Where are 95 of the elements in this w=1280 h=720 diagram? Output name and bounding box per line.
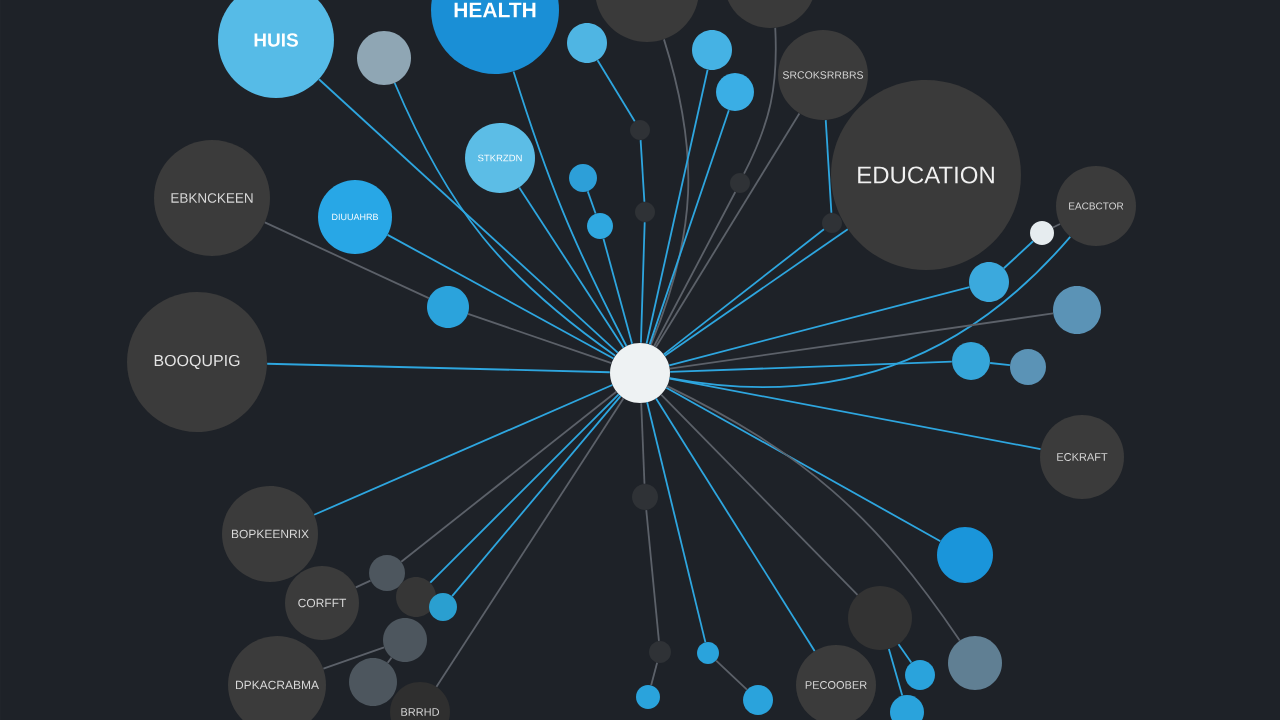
topic-bubble: BOOQUPIG [127, 292, 267, 432]
bubble [369, 555, 405, 591]
connector-line [654, 112, 801, 349]
connector-line [648, 109, 730, 346]
connector-line [888, 648, 904, 697]
topic-bubble: ECKRAFT [1040, 415, 1124, 499]
connector-line [660, 393, 859, 596]
topic-bubble: CORFFT [285, 566, 359, 640]
bubble [567, 23, 607, 63]
connector-line [640, 402, 646, 485]
topic-bubble: PECOOBER [796, 645, 876, 720]
hub-circle [610, 343, 670, 403]
bubble [587, 213, 613, 239]
connector-line [429, 393, 620, 584]
connector-line [386, 233, 615, 360]
topic-bubble: DIUUAHRB [318, 180, 392, 254]
connector-line [313, 384, 614, 516]
bubble [743, 685, 773, 715]
connector-line [649, 38, 690, 346]
bubble [905, 660, 935, 690]
junction-dot [730, 173, 750, 193]
bubble [349, 658, 397, 706]
topic-bubble: STKRZDN [465, 123, 535, 193]
connector-line [266, 362, 611, 374]
bubble [1053, 286, 1101, 334]
topic-bubble: HUIS [218, 0, 334, 98]
connector-line [743, 27, 777, 175]
bubble [948, 636, 1002, 690]
connector-line [393, 82, 617, 357]
connector-line [518, 186, 625, 349]
connector-line [668, 286, 971, 367]
bubble [427, 286, 469, 328]
bubble [396, 577, 436, 617]
junction-dot [649, 641, 671, 663]
bubble [429, 593, 457, 621]
topic-bubble: HEALTH [431, 0, 559, 74]
topic-bubble: EACBCTOR [1056, 166, 1136, 246]
connector-line [596, 59, 636, 123]
bubble [357, 31, 411, 85]
connector-line [451, 395, 622, 597]
topic-bubble: SRCOKSRRBRS [778, 30, 868, 120]
connector-line [668, 377, 1042, 450]
connector-line [650, 661, 658, 687]
connector-line [640, 221, 646, 344]
bubble [848, 586, 912, 650]
connector-line [318, 78, 619, 354]
bubble [569, 164, 597, 192]
bubble [595, 0, 699, 42]
connector-line [435, 397, 625, 688]
connector-line [655, 397, 816, 652]
bubble [937, 527, 993, 583]
bubble [383, 618, 427, 662]
junction-dot [630, 120, 650, 140]
connector-line [665, 386, 942, 543]
connector-line [602, 237, 633, 345]
junction-dot [822, 213, 842, 233]
connector-line [512, 70, 628, 347]
bubble [716, 73, 754, 111]
bubble [1030, 221, 1054, 245]
connector-line [1002, 240, 1034, 270]
connector-line [824, 119, 833, 214]
bubble [692, 30, 732, 70]
connector-line [645, 509, 660, 642]
connector-line [646, 401, 707, 643]
connector-line [322, 646, 385, 670]
connector-line [668, 235, 1072, 388]
junction-dot [635, 202, 655, 222]
connector-line [386, 656, 393, 664]
junction-dot [632, 484, 658, 510]
topic-bubble: BOPKEENRIX [222, 486, 318, 582]
bubble [969, 262, 1009, 302]
topic-bubble: DPKACRABMA [228, 636, 326, 720]
bubble [890, 695, 924, 720]
connector-line [666, 385, 961, 642]
topic-bubble: EBKNCKEEN [154, 140, 270, 256]
connector-line [263, 221, 430, 299]
connector-line [354, 579, 372, 589]
connector-line [645, 68, 709, 345]
connector-line [653, 191, 737, 348]
connector-line [669, 312, 1054, 370]
connector-line [669, 360, 953, 373]
topic-bubble: BRRHD [390, 682, 450, 720]
connector-line [715, 659, 748, 691]
connector-line [467, 313, 613, 365]
connector-line [639, 139, 646, 203]
bubble [636, 685, 660, 709]
connector-line [586, 190, 597, 215]
topic-bubble: EDUCATION [831, 80, 1021, 270]
connector-line [1052, 223, 1061, 229]
connector-line [400, 390, 618, 563]
connector-line [897, 643, 913, 664]
bubble [697, 642, 719, 664]
bubble [952, 342, 990, 380]
bubble [1010, 349, 1046, 385]
connector-line [989, 362, 1011, 366]
